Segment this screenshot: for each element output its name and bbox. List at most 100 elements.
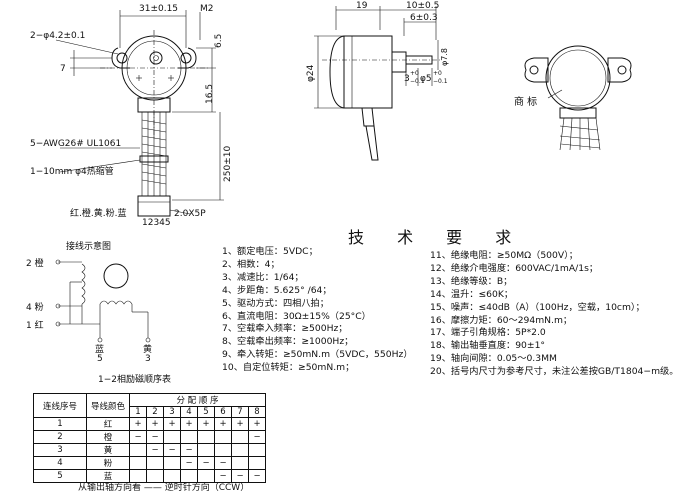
sequence-cell: − <box>214 456 232 470</box>
tech-requirements-title: 技 术 要 求 <box>348 228 526 247</box>
spec-item: 15、噪声：≤40dB（A）（100Hz，空载，10cm）； <box>430 301 645 313</box>
front-view <box>55 10 224 217</box>
spec-list-right: 11、绝缘电阻：≥50MΩ（500V）； 12、绝缘介电强度：600VAC/1m… <box>430 250 678 379</box>
sequence-cell: − <box>163 443 181 457</box>
row-color: 黄 <box>86 443 130 457</box>
dim-7: 7 <box>60 64 66 74</box>
label-connector: 2.0X5P <box>174 209 206 219</box>
iso-view <box>524 45 632 151</box>
sequence-cell: − <box>248 430 266 444</box>
spec-item: 4、步距角：5.625° /64； <box>222 284 332 296</box>
spec-item: 19、轴向间隙：0.05～0.3MM <box>430 353 557 365</box>
wiring-diagram <box>55 259 151 343</box>
sequence-cell: − <box>129 430 147 444</box>
sequence-cell: + <box>248 417 266 431</box>
step-header: 7 <box>231 406 249 418</box>
row-number: 5 <box>33 469 87 483</box>
sequence-cell: + <box>163 417 181 431</box>
sequence-cell <box>197 443 215 457</box>
sequence-cell: + <box>214 417 232 431</box>
table-title: 1−2相励磁顺序表 <box>98 375 171 385</box>
dim-m2: M2 <box>200 4 214 14</box>
row-color: 粉 <box>86 456 130 470</box>
dim-holes: 2−φ4.2±0.1 <box>30 31 86 41</box>
sequence-cell: − <box>180 443 198 457</box>
dim-250: 250±10 <box>223 145 233 182</box>
spec-item: 3、减速比：1/64； <box>222 271 304 283</box>
dim-phi24: φ24 <box>306 64 316 82</box>
sequence-cell <box>146 456 164 470</box>
sequence-cell <box>214 430 232 444</box>
sequence-cell <box>129 443 147 457</box>
dim-3: 3 <box>404 74 410 84</box>
sequence-cell <box>214 443 232 457</box>
sequence-cell: − <box>180 456 198 470</box>
row-number: 1 <box>33 417 87 431</box>
spec-item: 8、空载牵出频率：≥1000Hz； <box>222 336 354 348</box>
label-awg: 5−AWG26# UL1061 <box>30 139 122 149</box>
sequence-cell <box>248 443 266 457</box>
label-pins: 12345 <box>142 218 171 228</box>
sequence-cell <box>231 443 249 457</box>
sequence-cell: + <box>231 417 249 431</box>
sequence-cell: − <box>197 456 215 470</box>
sequence-cell <box>231 430 249 444</box>
spec-item: 13、绝缘等级：B； <box>430 275 513 287</box>
row-number: 4 <box>33 456 87 470</box>
wire-yellow-label: 黄 <box>143 345 153 355</box>
dim-10: 10±0.5 <box>406 1 440 11</box>
spec-item: 6、直流电阻：30Ω±15%（25°C） <box>222 310 371 322</box>
header-seq: 连线序号 <box>33 393 87 418</box>
row-color: 红 <box>86 417 130 431</box>
header-color: 导线颜色 <box>86 393 130 418</box>
spec-item: 2、相数：4； <box>222 258 280 270</box>
dim-19: 19 <box>356 1 368 11</box>
side-view <box>314 6 442 161</box>
bottom-note: 从输出轴方向看 —— 逆时针方向（CCW） <box>78 483 250 493</box>
label-heatshrink: 1−10mm φ4热缩管 <box>30 167 114 177</box>
spec-item: 18、输出轴垂直度：90±1° <box>430 340 546 352</box>
label-wire-colors: 红.橙.黄.粉.蓝 <box>70 209 127 219</box>
spec-item: 12、绝缘介电强度：600VAC/1mA/1s； <box>430 262 599 274</box>
sequence-cell: − <box>248 469 266 483</box>
sequence-cell <box>248 456 266 470</box>
spec-item: 16、摩擦力矩：60～294mN.m； <box>430 314 573 326</box>
sequence-cell <box>163 430 181 444</box>
sequence-cell: − <box>214 469 232 483</box>
sequence-cell: + <box>146 417 164 431</box>
row-number: 2 <box>33 430 87 444</box>
dim-6-5: 6.5 <box>214 33 224 48</box>
spec-item: 1、额定电压：5VDC； <box>222 246 318 257</box>
sequence-cell: − <box>146 443 164 457</box>
spec-list-left: 1、额定电压：5VDC； 2、相数：4； 3、减速比：1/64； 4、步距角：5… <box>222 246 413 375</box>
dim-3-tol: −0.1 <box>410 78 425 85</box>
row-color: 橙 <box>86 430 130 444</box>
sequence-cell <box>231 456 249 470</box>
spec-item: 7、空载牵入频率：≥500Hz； <box>222 323 348 335</box>
header-order: 分 配 顺 序 <box>129 393 266 407</box>
sequence-cell: − <box>146 430 164 444</box>
spec-item: 20、括号内尺寸为参考尺寸，未注公差按GB/T1804−m级。 <box>430 366 679 378</box>
wire-blue-label: 蓝 <box>95 345 105 355</box>
wire-3-num: 3 <box>145 354 151 364</box>
sequence-cell <box>197 430 215 444</box>
sequence-cell <box>180 430 198 444</box>
sequence-cell <box>163 456 181 470</box>
step-header: 8 <box>248 406 266 418</box>
sequence-cell: + <box>180 417 198 431</box>
dim-phi5: φ5 <box>420 74 432 84</box>
spec-item: 14、温升：≤60K； <box>430 288 514 300</box>
sequence-cell: + <box>197 417 215 431</box>
step-header: 1 <box>129 406 147 418</box>
spec-item: 5、驱动方式：四相八拍； <box>222 297 329 309</box>
step-header: 3 <box>163 406 181 418</box>
dim-phi7-8: φ7.8 <box>440 48 449 66</box>
dim-width-31: 31±0.15 <box>139 4 179 14</box>
spec-item: 11、绝缘电阻：≥50MΩ（500V）； <box>430 250 578 261</box>
